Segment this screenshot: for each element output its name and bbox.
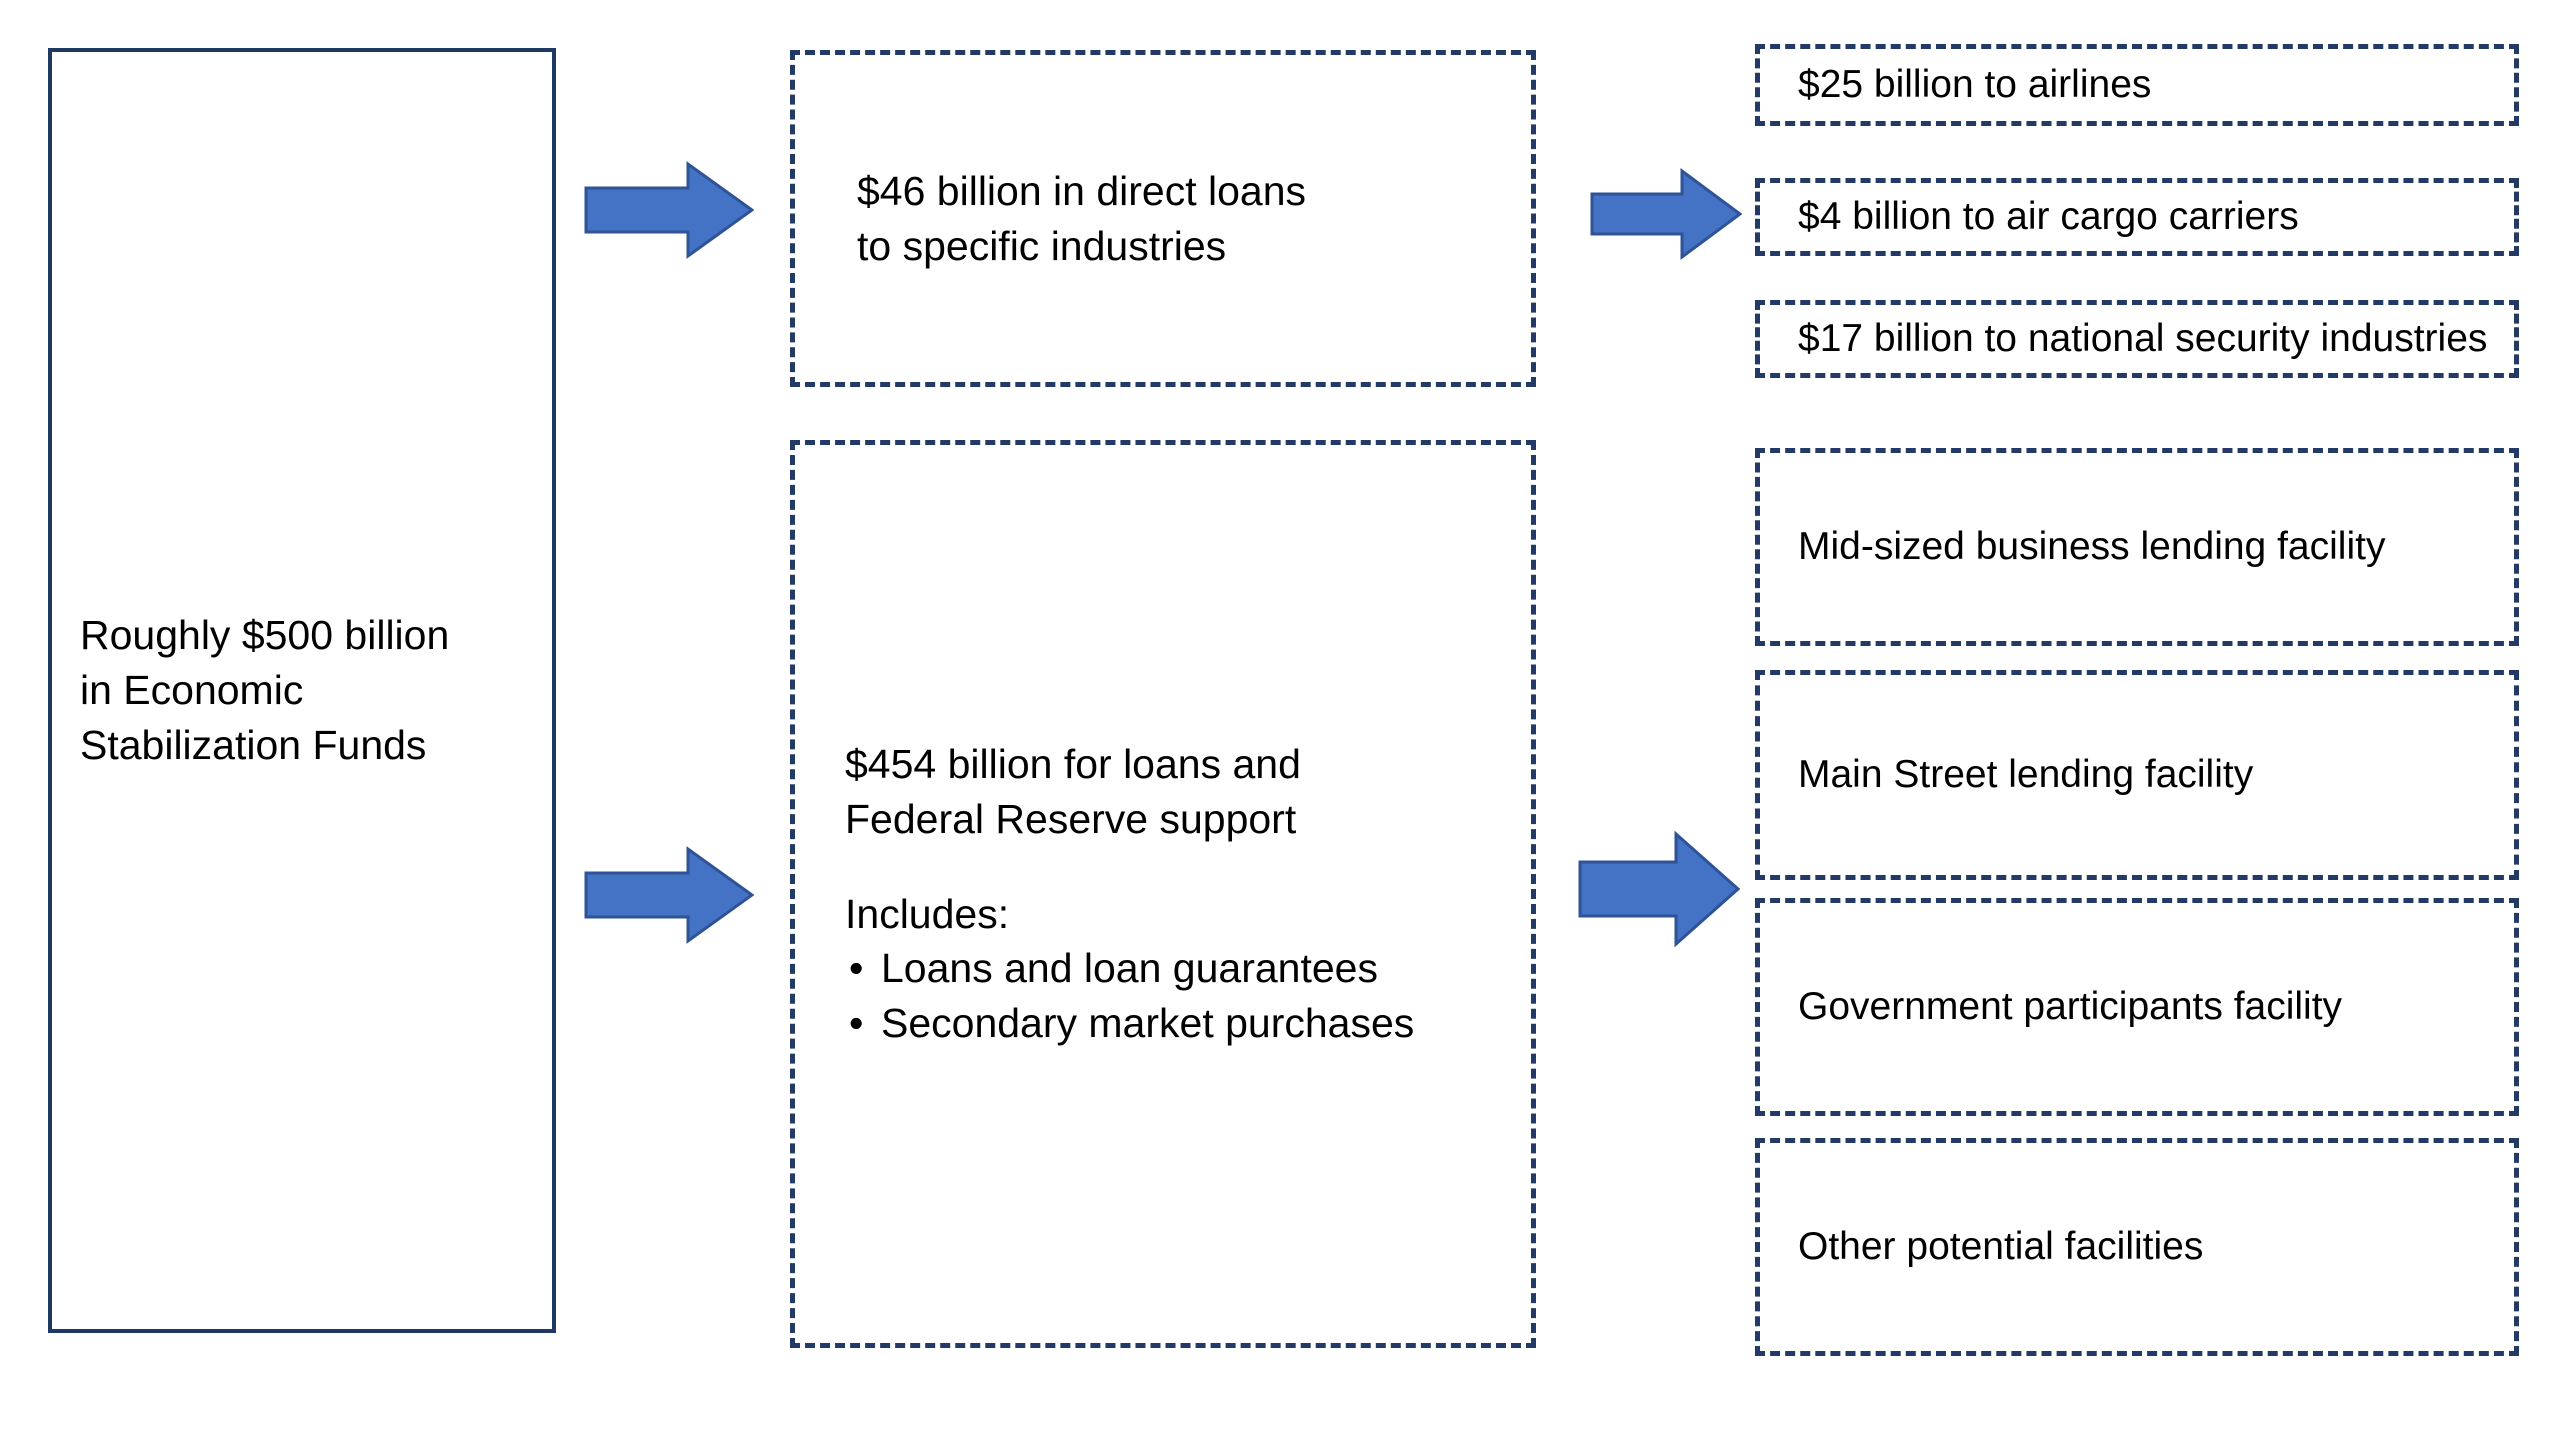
node-national-security-industries-label: $17 billion to national security industr… [1798, 317, 2488, 361]
node-government-participants-facility-label: Government participants facility [1798, 985, 2343, 1029]
node-other-potential-facilities-label: Other potential facilities [1798, 1225, 2204, 1269]
right-arrow-icon [584, 161, 754, 259]
node-mid-sized-business-lending-facility: Mid-sized business lending facility [1755, 448, 2519, 646]
right-arrow-icon [1578, 830, 1740, 948]
node-economic-stabilization-funds-label: Roughly $500 billion in Economic Stabili… [80, 612, 450, 768]
node-fed-reserve-support-heading: $454 billion for loans and Federal Reser… [845, 740, 1301, 842]
node-fed-reserve-support-includes-label: Includes: [845, 890, 1010, 937]
node-other-potential-facilities: Other potential facilities [1755, 1138, 2519, 1356]
arrow-fed-support-to-facilities [1578, 830, 1740, 948]
node-airlines-label: $25 billion to airlines [1798, 63, 2152, 107]
node-main-street-lending-facility-label: Main Street lending facility [1798, 753, 2254, 797]
node-direct-loans: $46 billion in direct loans to specific … [790, 50, 1536, 387]
arrow-root-to-fed-support [584, 845, 754, 945]
node-airlines: $25 billion to airlines [1755, 44, 2519, 126]
arrow-root-to-direct-loans [584, 160, 754, 260]
node-national-security-industries: $17 billion to national security industr… [1755, 300, 2519, 378]
node-air-cargo-carriers-label: $4 billion to air cargo carriers [1798, 195, 2299, 239]
right-arrow-icon [584, 846, 754, 944]
node-direct-loans-label: $46 billion in direct loans to specific … [857, 168, 1306, 269]
node-mid-sized-business-lending-facility-label: Mid-sized business lending facility [1798, 525, 2386, 569]
node-fed-reserve-support: $454 billion for loans and Federal Reser… [790, 440, 1536, 1348]
list-item: Secondary market purchases [845, 996, 1507, 1051]
node-government-participants-facility: Government participants facility [1755, 898, 2519, 1116]
node-economic-stabilization-funds: Roughly $500 billion in Economic Stabili… [48, 48, 556, 1333]
node-main-street-lending-facility: Main Street lending facility [1755, 670, 2519, 880]
spacer [845, 847, 1507, 887]
node-fed-reserve-support-bullet-list: Loans and loan guarantees Secondary mark… [845, 941, 1507, 1051]
list-item: Loans and loan guarantees [845, 941, 1507, 996]
right-arrow-icon [1590, 168, 1742, 260]
arrow-direct-loans-to-recipients [1590, 168, 1742, 260]
node-fed-reserve-support-body: $454 billion for loans and Federal Reser… [795, 737, 1531, 1052]
node-air-cargo-carriers: $4 billion to air cargo carriers [1755, 178, 2519, 256]
